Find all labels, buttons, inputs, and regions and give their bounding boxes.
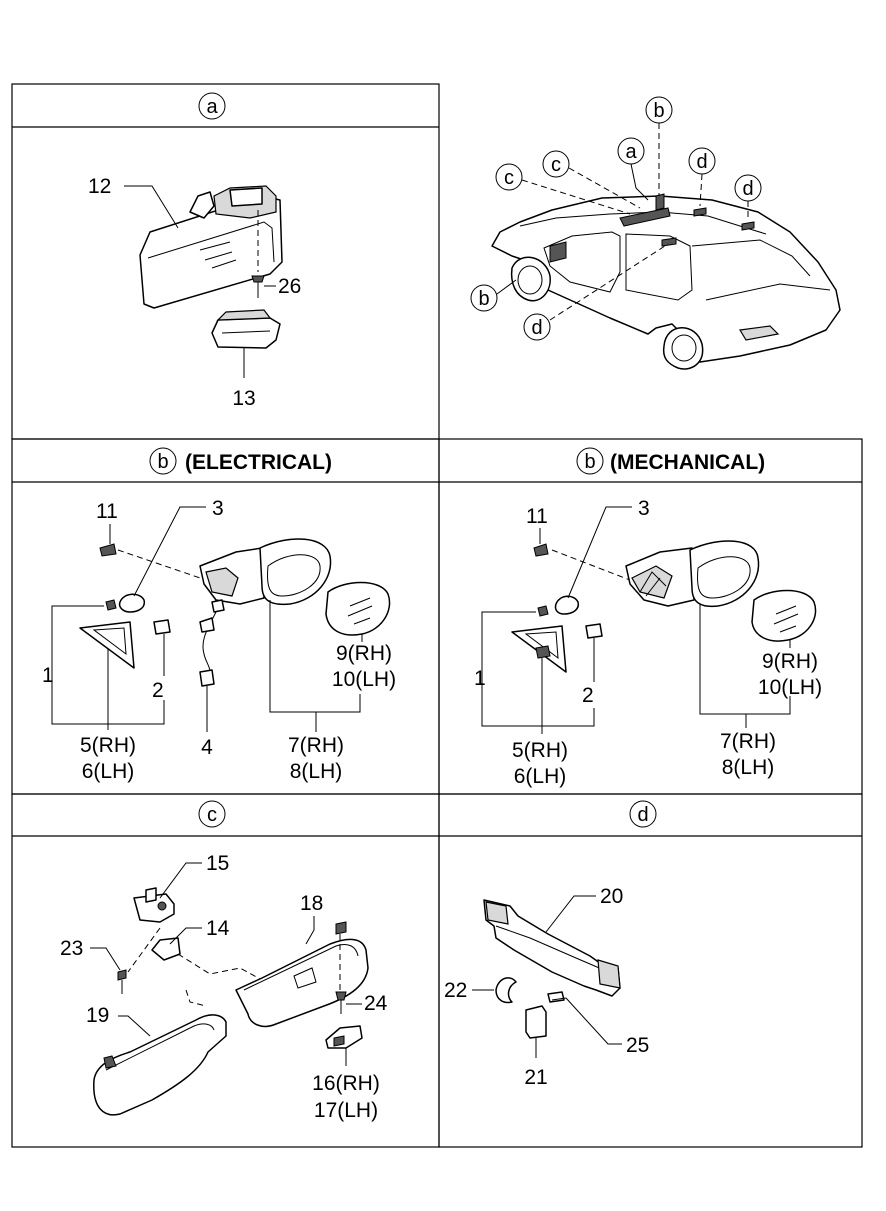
part-label: 3 — [638, 497, 650, 520]
part-label: 8(LH) — [722, 756, 775, 779]
part-label: 23 — [60, 937, 83, 960]
panel-b-electrical-title: (ELECTRICAL) — [185, 451, 332, 474]
callout-letter: a — [625, 141, 637, 163]
rear-view-mirror — [139, 185, 283, 349]
part-label: 2 — [152, 679, 164, 702]
panel-frames — [11, 83, 863, 1148]
part-label: 11 — [526, 505, 548, 528]
part-label: 15 — [206, 852, 229, 875]
callout-letter: c — [551, 154, 561, 176]
panel-c-letter: c — [207, 804, 217, 826]
panel-b-electrical-labels: 11 3 1 2 5(RH) 6(LH) 4 7(RH) 8(LH) 9(RH)… — [42, 497, 396, 783]
panel-b-electrical-header: b (ELECTRICAL) — [149, 447, 332, 475]
part-label: 18 — [300, 892, 323, 915]
panel-a-header: a — [198, 92, 226, 120]
callout-letter: b — [653, 100, 664, 122]
part-label: 2 — [582, 684, 594, 707]
part-label: 22 — [444, 979, 467, 1002]
part-label: 4 — [201, 736, 213, 759]
panel-a-letter: a — [206, 96, 218, 118]
panel-b-letter: b — [157, 451, 168, 473]
outside-mirror-mechanical — [511, 540, 817, 673]
callout-letter: b — [478, 288, 489, 310]
overview-callouts: b c c a d d b d — [470, 96, 762, 341]
part-label: 5(RH) — [80, 734, 136, 757]
panel-d-labels: 20 22 25 21 — [444, 885, 649, 1089]
panel-c-header: c — [198, 800, 226, 828]
part-label: 26 — [278, 275, 301, 298]
part-label: 16(RH) — [312, 1072, 380, 1095]
panel-d-frame — [438, 793, 863, 1148]
assist-grip-assembly — [483, 899, 621, 1039]
part-label: 7(RH) — [288, 734, 344, 757]
part-label: 1 — [42, 664, 54, 687]
part-label: 21 — [524, 1066, 547, 1089]
part-label: 17(LH) — [314, 1099, 378, 1122]
part-label: 10(LH) — [758, 676, 822, 699]
car-overview — [491, 193, 841, 370]
panel-d-header: d — [629, 800, 657, 828]
part-label: 7(RH) — [720, 730, 776, 753]
part-label: 19 — [86, 1004, 109, 1027]
callout-letter: d — [742, 178, 753, 200]
part-label: 13 — [232, 387, 255, 410]
outside-mirror-electrical — [79, 538, 391, 687]
part-label: 3 — [212, 497, 224, 520]
panel-b-mechanical-header: b (MECHANICAL) — [576, 447, 765, 475]
panel-b-letter: b — [584, 451, 595, 473]
part-label: 6(LH) — [82, 760, 135, 783]
panel-b-mechanical-labels: 11 3 1 2 5(RH) 6(LH) 7(RH) 8(LH) 9(RH) 1… — [474, 497, 822, 788]
part-label: 14 — [206, 917, 230, 940]
part-label: 1 — [474, 667, 486, 690]
part-label: 9(RH) — [336, 642, 392, 665]
part-label: 6(LH) — [514, 765, 567, 788]
part-label: 12 — [88, 175, 111, 198]
panel-d-letter: d — [637, 804, 648, 826]
panel-a-labels: 12 26 13 — [88, 175, 301, 410]
part-label: 5(RH) — [512, 739, 568, 762]
part-label: 8(LH) — [290, 760, 343, 783]
sun-visor-assembly — [93, 887, 369, 1116]
callout-letter: d — [696, 151, 707, 173]
part-label: 24 — [364, 992, 388, 1015]
part-label: 11 — [96, 500, 118, 523]
callout-letter: c — [504, 167, 514, 189]
part-label: 10(LH) — [332, 668, 396, 691]
part-label: 9(RH) — [762, 650, 818, 673]
part-label: 20 — [600, 885, 623, 908]
callout-letter: d — [531, 317, 542, 339]
panel-b-mechanical-title: (MECHANICAL) — [610, 451, 765, 474]
panel-c-labels: 15 14 23 18 24 19 16(RH) 17(LH) — [60, 852, 388, 1122]
part-label: 25 — [626, 1034, 649, 1057]
